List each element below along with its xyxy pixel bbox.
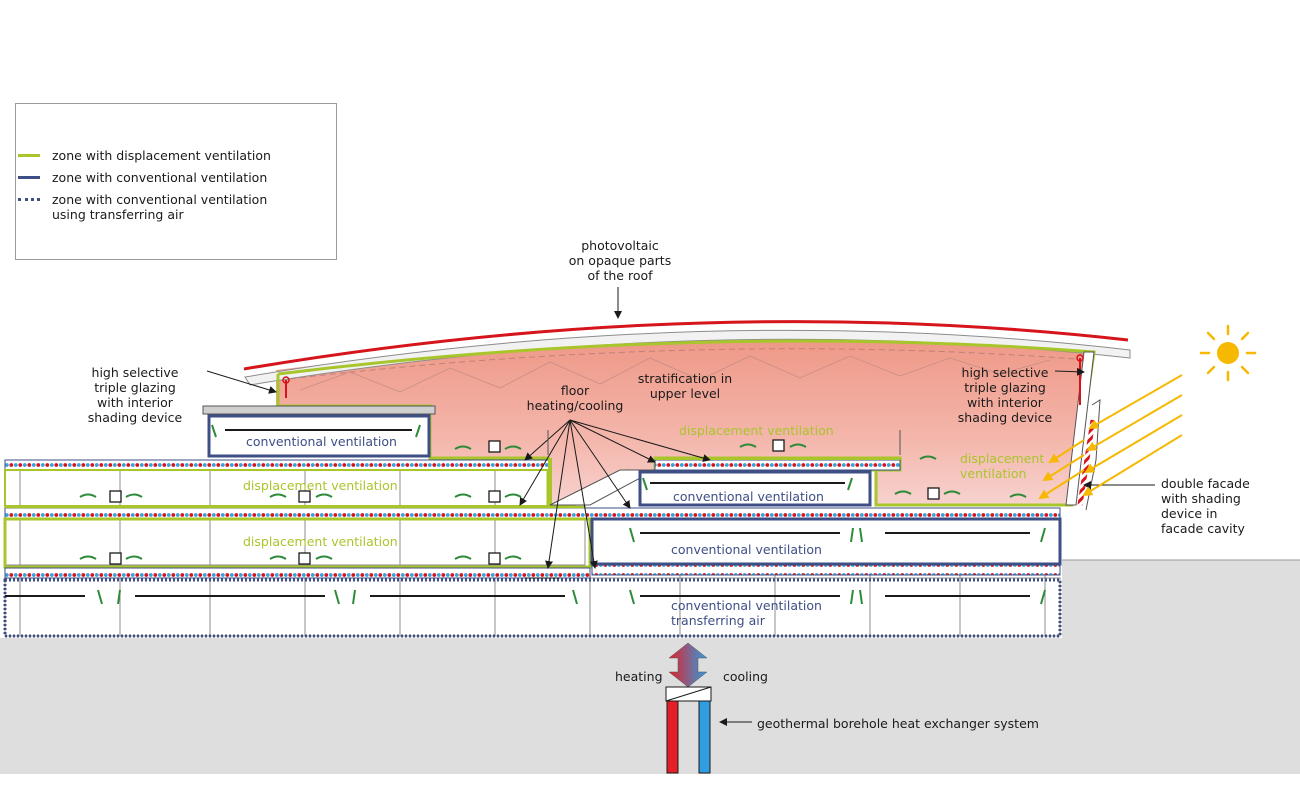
slab-upper-right bbox=[654, 459, 901, 471]
displacement-zone-atrium bbox=[276, 339, 1096, 507]
slab-lower-left bbox=[4, 567, 591, 579]
ground bbox=[0, 638, 1300, 774]
downflow-arrows bbox=[97, 424, 1046, 605]
conventional-zone-mid-right bbox=[638, 470, 872, 507]
photovoltaic-layer bbox=[243, 320, 1129, 371]
slab-main bbox=[4, 507, 1061, 519]
slab-lower-right bbox=[591, 564, 1061, 576]
label-cooling: cooling bbox=[723, 669, 768, 684]
roof-truss bbox=[279, 348, 1091, 381]
sun-icon bbox=[1199, 324, 1257, 382]
heating-cooling-arrow-icon bbox=[668, 642, 708, 688]
label-heating: heating bbox=[615, 669, 663, 684]
borehole-supply bbox=[666, 700, 679, 774]
zone-label-disp-upper-right: displacement ventilation bbox=[679, 423, 834, 438]
legend: zone with displacement ventilation zone … bbox=[15, 103, 337, 260]
solar-rays bbox=[1038, 374, 1183, 500]
label-geothermal: geothermal borehole heat exchanger syste… bbox=[757, 716, 1039, 731]
zone-label-disp-low-left: displacement ventilation bbox=[243, 534, 398, 549]
zone-label-conv-top-left: conventional ventilation bbox=[246, 434, 397, 449]
zone-label-disp-mid-left: displacement ventilation bbox=[243, 478, 398, 493]
legend-item-transfer: zone with conventional ventilation using… bbox=[18, 192, 267, 222]
zone-label-conv-mid-right: conventional ventilation bbox=[673, 489, 824, 504]
zone-label-conv-low-right: conventional ventilation bbox=[671, 542, 822, 557]
slab-upper-left bbox=[4, 459, 551, 471]
diffusers bbox=[109, 439, 940, 565]
legend-swatch-transfer bbox=[18, 198, 40, 201]
borehole-return bbox=[698, 700, 711, 774]
legend-swatch-conventional bbox=[18, 176, 40, 179]
legend-swatch-displacement bbox=[18, 154, 40, 157]
legend-item-displacement: zone with displacement ventilation bbox=[18, 148, 271, 163]
conventional-zone-low-right bbox=[590, 517, 1062, 566]
displacement-zone-low-left bbox=[3, 517, 592, 569]
ground-right-terrain bbox=[1062, 560, 1300, 638]
conventional-zone-top-left bbox=[207, 414, 431, 458]
airflow-arrows bbox=[79, 443, 1027, 560]
legend-item-conventional: zone with conventional ventilation bbox=[18, 170, 267, 185]
double-facade bbox=[1065, 351, 1095, 506]
conventional-transfer-zone bbox=[3, 578, 1062, 638]
